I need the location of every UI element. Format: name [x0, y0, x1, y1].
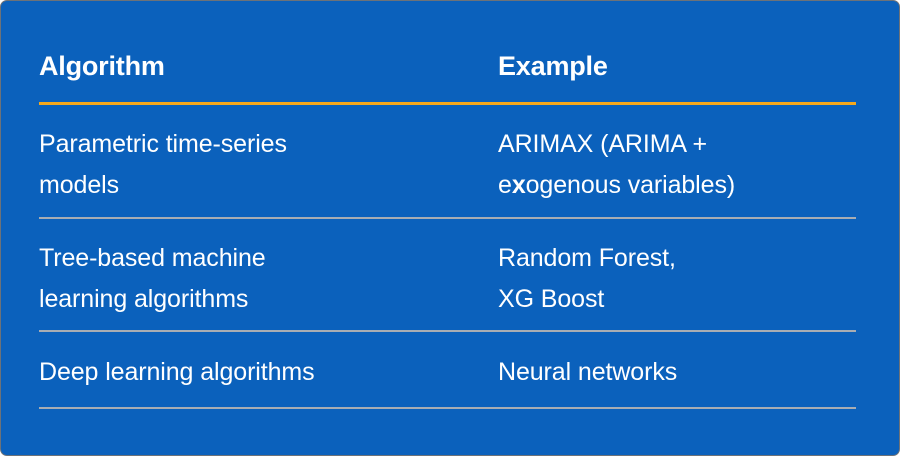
cell-text-line: XG Boost	[498, 285, 605, 313]
cell-text-line-emphasized: exogenous variables)	[498, 171, 736, 199]
cell-text-line: Parametric time-series	[39, 130, 287, 158]
cell-example: ARIMAX (ARIMA + exogenous variables)	[498, 124, 856, 206]
table-row: Parametric time-series models ARIMAX (AR…	[39, 124, 856, 206]
comparison-table: Algorithm Example Parametric time-series…	[39, 1, 856, 455]
cell-text-line: Deep learning algorithms	[39, 358, 315, 386]
cell-text-line: Random Forest,	[498, 244, 676, 272]
row-separator	[39, 407, 856, 409]
table-header-row: Algorithm Example	[39, 49, 856, 87]
cell-text-line: models	[39, 171, 119, 199]
row-separator	[39, 330, 856, 332]
cell-text-line: ARIMAX (ARIMA +	[498, 130, 707, 158]
cell-algorithm: Parametric time-series models	[39, 124, 498, 206]
cell-example: Neural networks	[498, 352, 856, 393]
cell-example: Random Forest, XG Boost	[498, 238, 856, 320]
row-separator	[39, 217, 856, 219]
cell-text-line: learning algorithms	[39, 285, 249, 313]
table-row: Tree-based machine learning algorithms R…	[39, 238, 856, 320]
cell-text-line: Neural networks	[498, 358, 678, 386]
cell-algorithm: Tree-based machine learning algorithms	[39, 238, 498, 320]
table-row: Deep learning algorithms Neural networks	[39, 352, 856, 393]
column-header-example: Example	[498, 51, 608, 81]
column-header-algorithm: Algorithm	[39, 51, 165, 81]
cell-algorithm: Deep learning algorithms	[39, 352, 498, 393]
cell-text-line: Tree-based machine	[39, 244, 266, 272]
header-accent-rule	[39, 102, 856, 105]
